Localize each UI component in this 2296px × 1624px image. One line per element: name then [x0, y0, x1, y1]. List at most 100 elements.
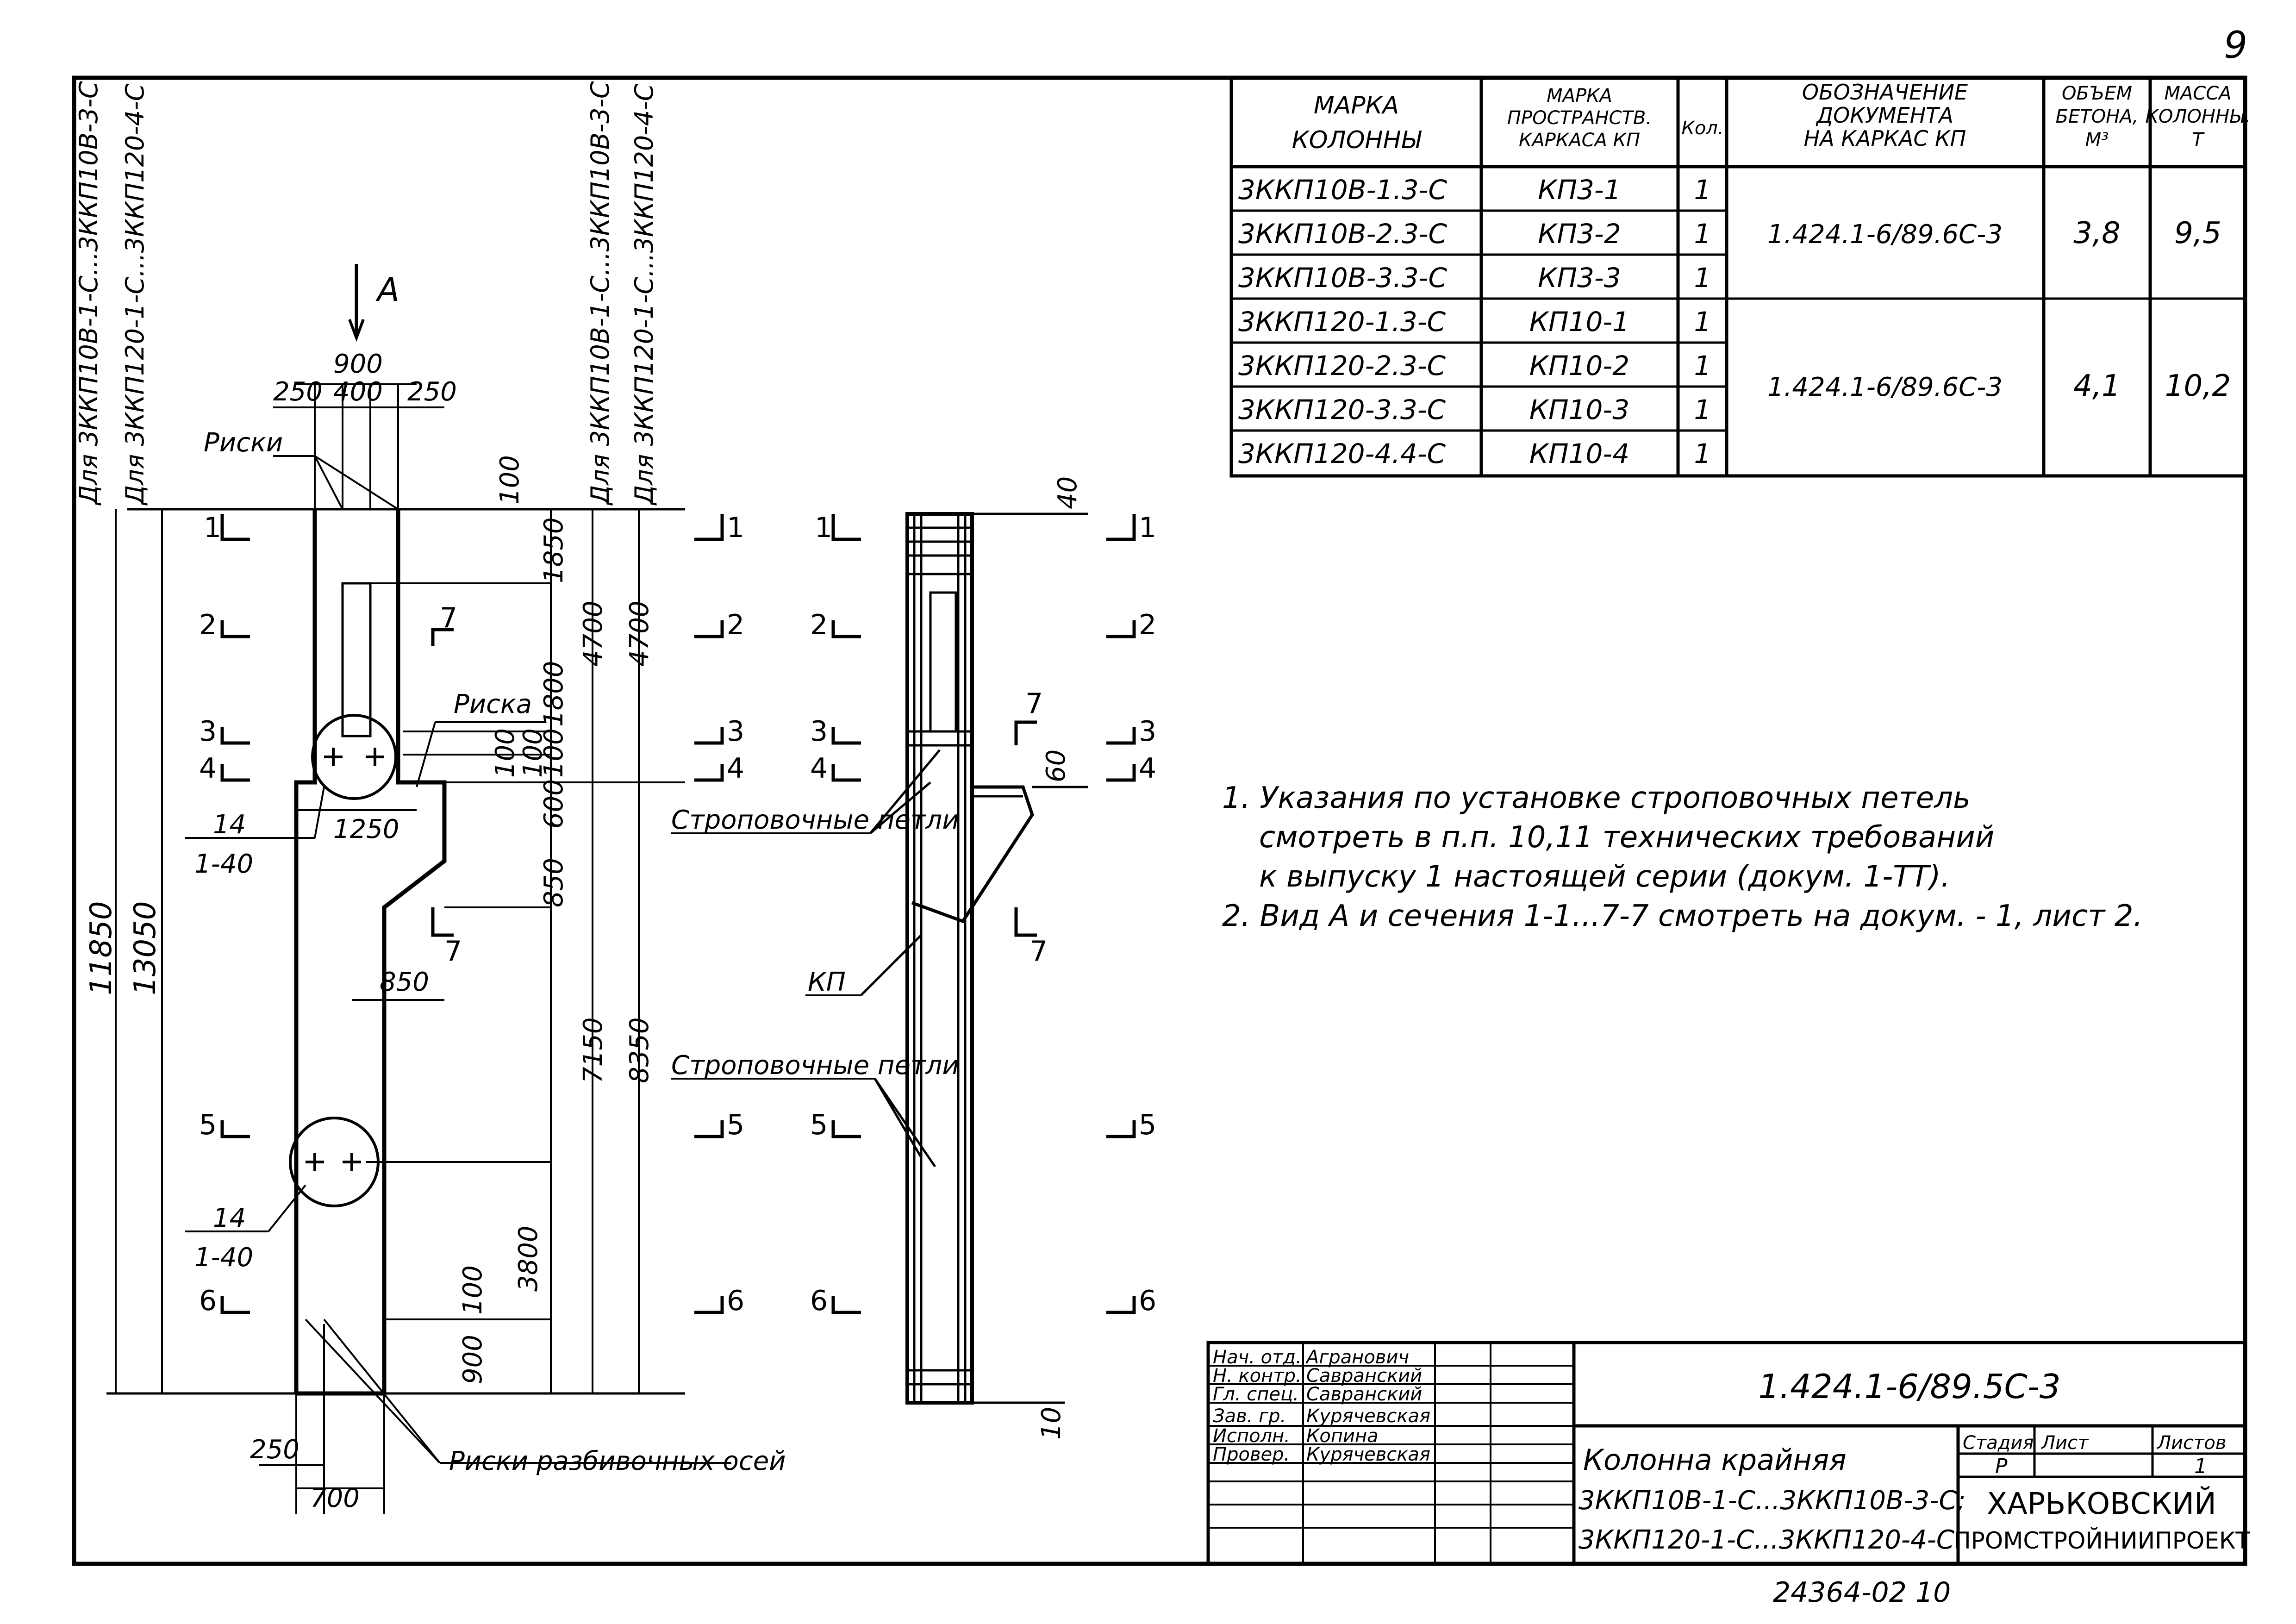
- signature-name: Курячевская: [1306, 1444, 1430, 1465]
- sheet-frame: [72, 75, 2247, 1566]
- vertical-label: Для 3ККП120-1-С...3ККП120-4-С: [120, 83, 150, 506]
- note-line: смотреть в п.п. 10,11 технических требов…: [1259, 820, 1994, 855]
- cage-elevation: [671, 512, 1136, 1405]
- view-label-a: А: [375, 271, 399, 309]
- dim: 400: [333, 377, 383, 407]
- table-cell: 1: [1694, 394, 1711, 425]
- organization: ХАРЬКОВСКИЙ: [1987, 1486, 2216, 1521]
- header-volume: ОБЪЕМ: [2062, 83, 2132, 104]
- dim: 100: [495, 455, 525, 505]
- signature-name: Копина: [1306, 1425, 1379, 1447]
- section-mark: 1: [727, 512, 744, 544]
- table-cell: 3ККП120-4.4-С: [1238, 438, 1446, 469]
- svg-text:КОЛОННЫ: КОЛОННЫ: [1292, 126, 1422, 154]
- section-mark: 1: [815, 512, 832, 544]
- dim: 1850: [539, 517, 569, 583]
- svg-text:КОЛОННЫ,: КОЛОННЫ,: [2145, 106, 2250, 127]
- dim: 600: [539, 779, 569, 829]
- table-cell: КП10-2: [1529, 350, 1629, 381]
- title-block: [1206, 1341, 2247, 1566]
- signature-name: Агранович: [1305, 1347, 1409, 1368]
- note-line: 1. Указания по установке строповочных пе…: [1222, 781, 1971, 815]
- note-line: 2. Вид А и сечения 1-1...7-7 смотреть на…: [1222, 899, 2143, 933]
- dim: 11850: [84, 901, 119, 995]
- table-cell: 3ККП120-3.3-С: [1238, 394, 1446, 425]
- signature-role: Зав. гр.: [1213, 1405, 1286, 1427]
- sheets-label: Листов: [2156, 1432, 2226, 1454]
- vertical-label: Для 3ККП10В-1-С...3ККП10В-3-С: [74, 81, 103, 506]
- dim: 40: [1053, 476, 1083, 509]
- table-cell: КП3-2: [1538, 218, 1621, 250]
- table-cell: 3ККП10В-2.3-С: [1238, 218, 1447, 250]
- title-block-text: Нач. отд. Агранович Н. контр. Савранский…: [1213, 1347, 2250, 1555]
- document-title: Колонна крайняя: [1583, 1443, 1847, 1477]
- group-doc: 1.424.1-6/89.6С-3: [1767, 219, 2003, 250]
- spec-table: [1229, 76, 2247, 478]
- section-mark: 6: [810, 1285, 828, 1317]
- table-cell: 1: [1694, 174, 1711, 206]
- table-cell: 3ККП120-2.3-С: [1238, 350, 1446, 381]
- section-mark: 3: [727, 715, 744, 748]
- section-mark: 7: [1025, 687, 1043, 720]
- table-cell: КП3-3: [1538, 262, 1621, 294]
- dim: 100: [518, 728, 548, 778]
- table-cell: 1: [1694, 438, 1711, 469]
- header-marka-kolonny: МАРКА: [1314, 92, 1399, 119]
- table-cell: 3ККП10В-1.3-С: [1238, 174, 1447, 206]
- group-volume: 3,8: [2073, 216, 2121, 250]
- signature-role: Нач. отд.: [1213, 1347, 1302, 1368]
- label-14: 14: [213, 1203, 246, 1233]
- dim: 250: [407, 377, 457, 407]
- label-1-40: 1-40: [194, 849, 253, 879]
- dim: 1250: [333, 814, 399, 844]
- dim: 13050: [128, 901, 162, 995]
- group-doc: 1.424.1-6/89.6С-3: [1767, 372, 2003, 402]
- group-mass: 9,5: [2174, 216, 2221, 250]
- signature-name: Савранский: [1306, 1384, 1422, 1405]
- svg-text:М³: М³: [2085, 129, 2109, 150]
- archive-number: 24364-02 10: [1773, 1576, 1951, 1609]
- label-riski: Риски: [204, 428, 283, 458]
- label-riski-razbivochnyh: Риски разбивочных осей: [449, 1446, 786, 1476]
- section-mark: 3: [810, 715, 828, 748]
- signature-role: Н. контр.: [1213, 1365, 1302, 1387]
- section-mark: 6: [727, 1285, 744, 1317]
- dim: 3800: [513, 1225, 543, 1292]
- section-mark: 2: [1139, 609, 1156, 641]
- vertical-label: Для 3ККП10В-1-С...3ККП10В-3-С: [586, 81, 615, 506]
- section-mark: 3: [1139, 715, 1156, 748]
- signature-role: Исполн.: [1213, 1425, 1290, 1447]
- spec-table-rows: 3ККП10В-1.3-С КП3-1 1 3ККП10В-2.3-С КП3-…: [1238, 174, 2231, 469]
- table-cell: КП3-1: [1538, 174, 1621, 206]
- section-mark: 3: [199, 715, 217, 748]
- dim: 1800: [539, 661, 569, 727]
- label-14: 14: [213, 810, 246, 840]
- dim: 250: [273, 377, 323, 407]
- dim: 4700: [578, 600, 608, 667]
- table-cell: 3ККП120-1.3-С: [1238, 306, 1446, 337]
- table-cell: 1: [1694, 218, 1711, 250]
- sheet-label: Лист: [2040, 1432, 2089, 1454]
- section-mark: 1: [1139, 512, 1156, 544]
- section-mark: 1: [204, 512, 221, 544]
- label-kp: КП: [808, 967, 846, 997]
- signature-role: Гл. спец.: [1213, 1384, 1299, 1405]
- label-stropovochnye: Строповочные петли: [671, 1050, 959, 1081]
- drawing-text: А Для 3ККП10В-1-С...3ККП10В-3-С Для 3ККП…: [74, 81, 1156, 1513]
- dim: 60: [1041, 750, 1071, 782]
- signature-role: Провер.: [1213, 1444, 1290, 1465]
- section-mark: 6: [1139, 1285, 1156, 1317]
- organization: ПРОМСТРОЙНИИПРОЕКТ: [1953, 1527, 2250, 1554]
- svg-text:Т: Т: [2192, 129, 2205, 150]
- dim: 100: [539, 728, 569, 778]
- dim: 900: [333, 349, 383, 379]
- section-mark: 2: [199, 609, 217, 641]
- header-doc: ОБОЗНАЧЕНИЕ: [1802, 80, 1968, 105]
- document-title: 3ККП10В-1-С...3ККП10В-3-С;: [1578, 1486, 1965, 1516]
- section-mark: 2: [810, 609, 828, 641]
- header-mass: МАССА: [2164, 83, 2231, 104]
- label-stropovochnye: Строповочные петли: [671, 805, 959, 835]
- dim: 850: [380, 967, 429, 997]
- signature-name: Савранский: [1306, 1365, 1422, 1387]
- svg-text:КАРКАСА КП: КАРКАСА КП: [1519, 130, 1640, 151]
